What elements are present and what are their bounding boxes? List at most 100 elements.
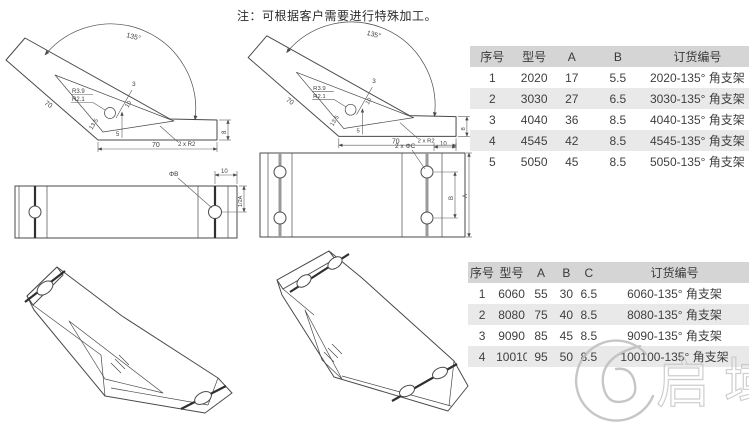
table-cell: 6.5 — [580, 286, 598, 301]
table-cell: 1 — [488, 70, 496, 85]
dim-10: 10 — [440, 142, 447, 148]
table-row: 3 4040 36 8.5 4040-135° 角支架 — [470, 109, 749, 130]
table-cell: 3030-135° 角支架 — [645, 88, 749, 109]
table-cell: 85 — [534, 328, 548, 343]
dim-a: A — [463, 194, 469, 198]
table-cell: 2020-135° 角支架 — [649, 71, 745, 85]
dim-thickness: 3 — [372, 78, 376, 85]
table-row: 3 9090 85 45 8.5 9090-135° 角支架 — [468, 325, 749, 346]
table-cell: 8.5 — [577, 346, 601, 367]
column-header: 订货编号 — [600, 262, 749, 283]
table-cell: 100100 — [496, 346, 527, 367]
table-cell: 2020 — [520, 70, 548, 85]
table-cell: 3 — [488, 112, 496, 127]
table-cell: 75 — [527, 304, 556, 325]
table-cell: 5.5 — [609, 70, 627, 85]
table-cell: 8.5 — [589, 130, 646, 151]
table-cell: 4040 — [520, 112, 548, 127]
dim-10: 10 — [365, 97, 374, 106]
column-header: 型号 — [496, 262, 527, 283]
table-cell: 95 — [527, 346, 556, 367]
table-cell: 42 — [553, 130, 590, 151]
table-cell: 5050 — [520, 154, 548, 169]
column-header: 订货编号 — [645, 46, 749, 67]
dim-5: 5 — [357, 128, 361, 134]
table-cell: 30 — [559, 286, 573, 301]
dim-10: 10 — [125, 100, 134, 109]
dim-angle: 135° — [126, 31, 142, 42]
dim-thickness: 3 — [132, 81, 136, 88]
column-header: A — [553, 46, 590, 67]
dim-radius2: R2.1 — [313, 94, 325, 100]
table-cell: 8.5 — [609, 154, 627, 169]
dim-fillet: 2 x R2 — [178, 142, 196, 148]
special-processing-note: 注：可根据客户需要进行特殊加工。 — [237, 9, 438, 23]
dim-base-length: 70 — [152, 142, 160, 149]
column-header: 序号 — [468, 262, 497, 283]
table-cell: 8.5 — [577, 304, 601, 325]
table-cell: 4 — [468, 346, 497, 367]
column-header: 序号 — [470, 46, 515, 67]
isometric-drawing-left — [5, 253, 253, 425]
column-header: B — [555, 262, 578, 283]
dim-radius2: R2.1 — [72, 97, 85, 103]
dim-13-5: 13.5 — [89, 117, 101, 131]
table-cell: 6.5 — [589, 88, 646, 109]
table-cell: 5050-135° 角支架 — [649, 155, 745, 169]
dim-radius1: R3.9 — [313, 86, 325, 92]
table-cell: 6060 — [498, 286, 525, 301]
table-cell: 36 — [565, 112, 579, 127]
table-cell: 5 — [488, 154, 496, 169]
table-cell: 2 — [468, 304, 497, 325]
table-cell: 4545 — [514, 130, 554, 151]
dim-radius1: R3.9 — [72, 89, 85, 95]
dim-5: 5 — [116, 132, 120, 138]
table-cell: 4040-135° 角支架 — [649, 113, 745, 127]
dim-hole-c: 2 x ΦC — [395, 143, 416, 150]
table-cell: 1 — [478, 286, 486, 301]
dim-b: B — [449, 196, 455, 200]
plan-drawing-small: ΦB 10 1/2A — [2, 163, 248, 249]
profile-drawing-right: 135° 70 3 10 13.5 5 R3.9 R2.1 70 8 2 x R… — [244, 26, 473, 160]
table-cell: 3030 — [514, 88, 554, 109]
column-header: B — [589, 46, 646, 67]
dim-half-a: 1/2A — [238, 195, 244, 207]
plan-drawing-large: 2 x ΦC 10 B A — [252, 140, 473, 252]
table-cell: 50 — [555, 346, 578, 367]
table-cell: 8.5 — [609, 112, 627, 127]
dim-angle: 135° — [366, 29, 382, 40]
table-cell: 45 — [559, 328, 573, 343]
table-cell: 9090 — [498, 328, 525, 343]
dim-13-5: 13.5 — [330, 114, 342, 128]
table-cell: 100100-135° 角支架 — [600, 346, 749, 367]
profile-drawing-left: 135° 70 3 10 13.5 5 R3.9 R2.1 70 8 2 x R… — [2, 28, 234, 164]
isometric-drawing-right — [252, 248, 482, 428]
table-cell: 9090-135° 角支架 — [627, 329, 722, 343]
table-cell: 8.5 — [580, 328, 598, 343]
dim-height: 8 — [461, 126, 467, 130]
dim-height: 8 — [222, 130, 228, 134]
table-cell: 4 — [470, 130, 515, 151]
table-cell: 3 — [478, 328, 486, 343]
dim-fillet: 2 x R2 — [418, 138, 435, 144]
column-header: A — [527, 262, 556, 283]
table-cell: 17 — [565, 70, 579, 85]
dim-base-length: 70 — [392, 138, 400, 145]
table-cell: 40 — [555, 304, 578, 325]
table-cell: 8080-135° 角支架 — [600, 304, 749, 325]
table-cell: 8080 — [496, 304, 527, 325]
dim-hole-b: ΦB — [169, 171, 179, 178]
column-header: 型号 — [514, 46, 554, 67]
table-cell: 27 — [553, 88, 590, 109]
